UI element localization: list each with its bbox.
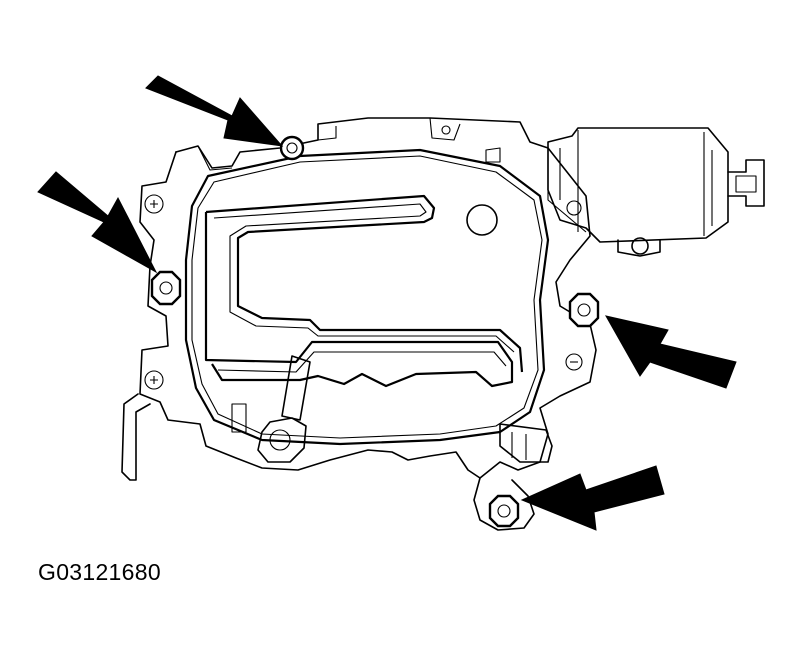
connector-block <box>231 403 553 463</box>
figure-id-label: G03121680 <box>38 559 161 585</box>
callout-arrow-left <box>37 171 158 274</box>
base-plate <box>139 117 597 531</box>
callout-arrow-top <box>145 75 284 147</box>
actuator-motor <box>547 127 765 257</box>
lower-left-bracket <box>121 393 151 481</box>
bottom-bolt <box>488 494 520 528</box>
gate-slot <box>204 194 524 388</box>
right-bolt <box>568 292 600 328</box>
callout-arrow-bottom <box>520 465 665 531</box>
shift-lever <box>257 355 311 463</box>
left-bolt <box>150 270 182 306</box>
callout-arrow-right <box>605 315 737 389</box>
gate-housing <box>184 148 550 446</box>
top-bolt <box>279 135 305 161</box>
